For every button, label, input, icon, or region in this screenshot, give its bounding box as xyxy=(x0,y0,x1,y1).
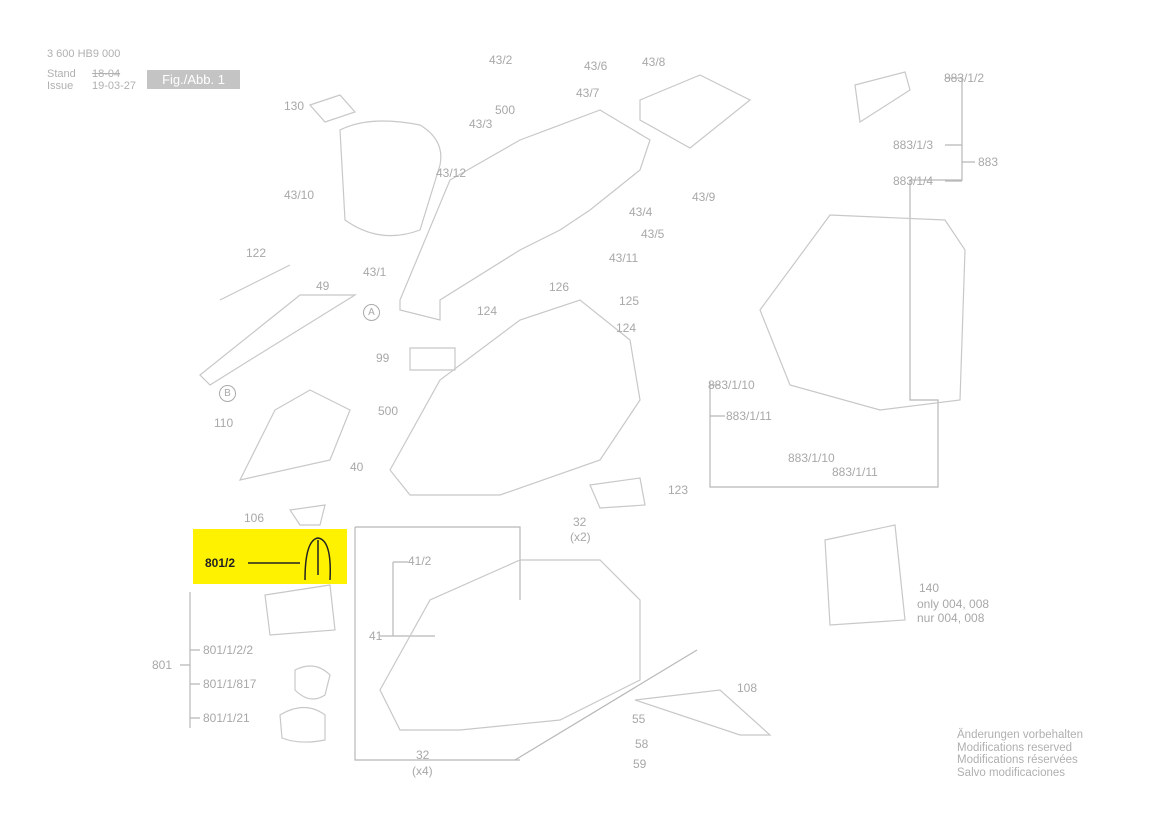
part-label[interactable]: 43/3 xyxy=(469,117,493,131)
part-label[interactable]: 55 xyxy=(632,712,646,726)
part-label[interactable]: 49 xyxy=(316,279,330,293)
part-label[interactable]: 122 xyxy=(246,246,267,260)
part-label[interactable]: 108 xyxy=(737,681,758,695)
part-label[interactable]: 59 xyxy=(633,757,647,771)
document-number: 3 600 HB9 000 xyxy=(47,48,121,60)
part-label[interactable]: 500 xyxy=(378,404,399,418)
part-label[interactable]: 41 xyxy=(369,629,383,643)
part-label[interactable]: 32 xyxy=(416,748,430,762)
part-label[interactable]: 883 xyxy=(978,155,999,169)
part-note: only 004, 008 xyxy=(917,597,990,611)
part-label[interactable]: 883/1/11 xyxy=(832,465,878,479)
part-label[interactable]: 140 xyxy=(919,581,940,595)
part-label[interactable]: 43/1 xyxy=(363,265,387,279)
notice-line: Änderungen vorbehalten xyxy=(957,729,1083,741)
issue-date: 19-03-27 xyxy=(92,80,137,92)
marker-a: A xyxy=(363,304,380,321)
notice-line: Modifications réservées xyxy=(957,754,1078,766)
part-label[interactable]: 43/9 xyxy=(692,190,716,204)
part-label[interactable]: 883/1/4 xyxy=(893,174,934,188)
part-label[interactable]: 43/5 xyxy=(641,227,665,241)
stand-label: Stand xyxy=(47,68,76,80)
old-stand-date: 18-04 xyxy=(92,68,121,80)
part-label[interactable]: 130 xyxy=(284,99,305,113)
part-label[interactable]: 801/1/2/2 xyxy=(203,643,254,657)
part-outlines xyxy=(199,71,966,743)
part-label[interactable]: 883/1/3 xyxy=(893,138,934,152)
notice-line: Modifications reserved xyxy=(957,741,1073,754)
part-label[interactable]: 32 xyxy=(573,515,587,529)
part-note: nur 004, 008 xyxy=(917,611,985,625)
modifications-notice: Änderungen vorbehalten Modifications res… xyxy=(957,729,1083,779)
part-label[interactable]: 43/6 xyxy=(584,59,608,73)
issue-label: Issue xyxy=(47,80,74,92)
part-label[interactable]: 883/1/10 xyxy=(788,451,835,465)
part-label[interactable]: 801/1/817 xyxy=(203,677,257,691)
notice-line: Salvo modificaciones xyxy=(957,766,1066,779)
part-label[interactable]: 123 xyxy=(668,483,689,497)
part-label[interactable]: 126 xyxy=(549,280,570,294)
marker-b: B xyxy=(219,385,236,402)
part-label[interactable]: 500 xyxy=(495,103,516,117)
part-label[interactable]: 110 xyxy=(214,416,234,430)
part-label[interactable]: 43/2 xyxy=(489,53,513,67)
part-label[interactable]: 41/2 xyxy=(408,554,432,568)
part-label[interactable]: 43/11 xyxy=(609,251,639,265)
highlighted-part-801-2[interactable] xyxy=(193,529,347,584)
part-label[interactable]: 125 xyxy=(619,294,640,308)
part-label[interactable]: 58 xyxy=(635,737,649,751)
part-label[interactable]: 883/1/10 xyxy=(708,378,755,392)
part-label[interactable]: 99 xyxy=(376,351,390,365)
part-label[interactable]: 43/8 xyxy=(642,55,666,69)
part-label: (x4) xyxy=(412,764,433,778)
part-label[interactable]: 801/1/21 xyxy=(203,711,250,725)
part-label[interactable]: 124 xyxy=(616,321,637,335)
part-label[interactable]: 106 xyxy=(244,511,265,525)
leader-lines xyxy=(180,77,975,761)
part-label[interactable]: 43/12 xyxy=(436,166,467,180)
part-label[interactable]: 43/10 xyxy=(284,188,315,202)
part-label[interactable]: 124 xyxy=(477,304,498,318)
part-label[interactable]: 40 xyxy=(350,460,364,474)
part-label[interactable]: 43/7 xyxy=(576,86,600,100)
part-label[interactable]: 883/1/11 xyxy=(726,409,772,423)
part-label[interactable]: 43/4 xyxy=(629,205,653,219)
part-label: (x2) xyxy=(570,530,591,544)
highlighted-part-label[interactable]: 801/2 xyxy=(205,556,236,570)
part-label[interactable]: 883/1/2 xyxy=(944,71,985,85)
figure-label: Fig./Abb. 1 xyxy=(147,70,240,89)
part-label[interactable]: 801 xyxy=(152,658,173,672)
